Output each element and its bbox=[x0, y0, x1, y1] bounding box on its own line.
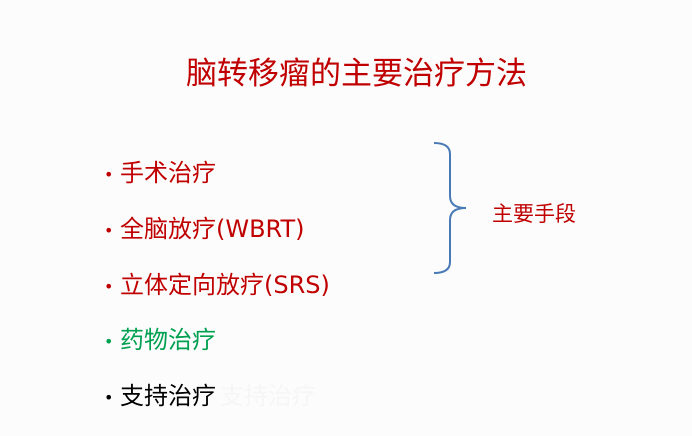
list-item-label: 药物治疗 bbox=[120, 326, 216, 354]
list-item-label: 立体定向放疗(SRS) bbox=[120, 271, 330, 299]
list-item-label: 手术治疗 bbox=[120, 159, 216, 187]
list-item-drug: • 药物治疗 bbox=[104, 320, 216, 355]
slide-title: 脑转移瘤的主要治疗方法 bbox=[186, 56, 527, 92]
bullet-icon: • bbox=[104, 276, 114, 296]
bullet-icon: • bbox=[104, 387, 114, 407]
list-item-label: 全脑放疗(WBRT) bbox=[120, 215, 305, 243]
bullet-icon: • bbox=[104, 164, 114, 184]
list-item-wbrt: • 全脑放疗(WBRT) bbox=[104, 209, 305, 244]
bullet-icon: • bbox=[104, 220, 114, 240]
brace-label: 主要手段 bbox=[492, 202, 576, 226]
list-item-label: 支持治疗 bbox=[120, 382, 216, 410]
list-item-support: • 支持治疗支持治疗 bbox=[104, 376, 316, 411]
ghost-text: 支持治疗 bbox=[220, 382, 316, 410]
list-item-srs: • 立体定向放疗(SRS) bbox=[104, 265, 330, 300]
list-item-surgery: • 手术治疗 bbox=[104, 153, 216, 188]
curly-brace-icon bbox=[433, 142, 467, 274]
bullet-icon: • bbox=[104, 331, 114, 351]
